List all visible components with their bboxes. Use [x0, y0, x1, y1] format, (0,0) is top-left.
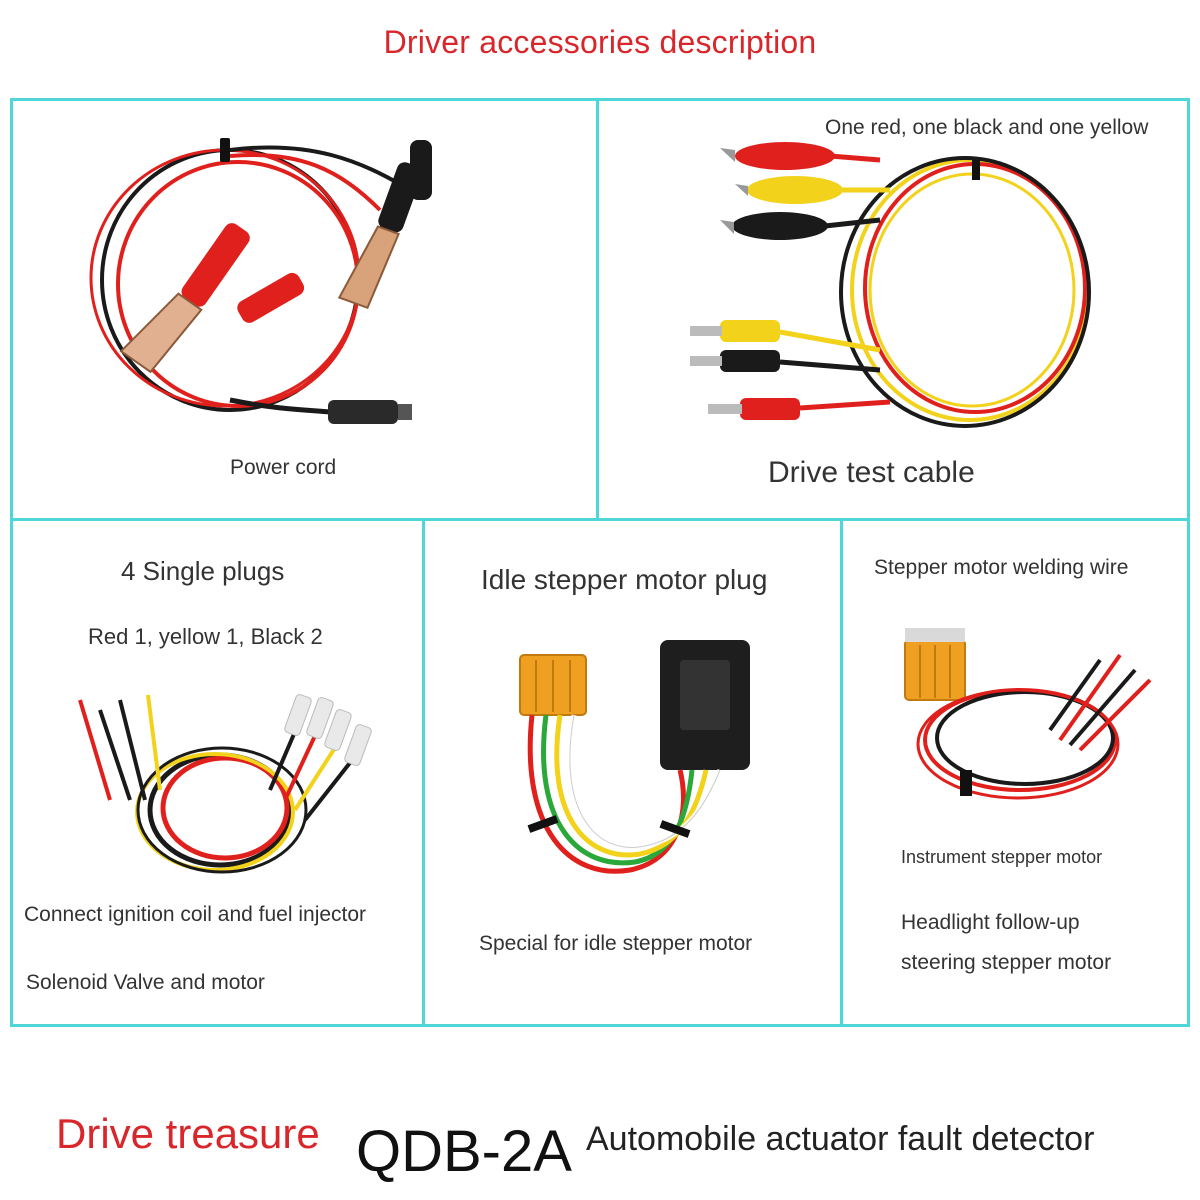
single-plugs-usage-1: Connect ignition coil and fuel injector: [24, 903, 367, 926]
idle-plug-usage: Special for idle stepper motor: [479, 932, 753, 955]
idle-plug-caption: Idle stepper motor plug: [481, 564, 768, 595]
power-cord-image: [89, 138, 432, 424]
single-plugs-usage-2: Solenoid Valve and motor: [26, 971, 265, 994]
welding-wire-usage-1: Instrument stepper motor: [901, 847, 1103, 867]
test-cable-note: One red, one black and one yellow: [825, 116, 1149, 139]
welding-wire-usage-2: Headlight follow-up: [901, 911, 1080, 934]
single-plugs-caption: 4 Single plugs: [121, 556, 285, 586]
test-cable-image: [690, 142, 1091, 428]
welding-wire-image: [904, 628, 1152, 800]
page-title: Driver accessories description: [383, 24, 817, 60]
welding-wire-caption: Stepper motor welding wire: [874, 556, 1129, 579]
footer-description: Automobile actuator fault detector: [586, 1120, 1095, 1158]
single-plugs-subcaption: Red 1, yellow 1, Black 2: [88, 624, 323, 649]
test-cable-caption: Drive test cable: [768, 456, 975, 489]
idle-plug-image: [519, 640, 750, 874]
footer-model: QDB-2A: [356, 1119, 572, 1184]
welding-wire-usage-3: steering stepper motor: [901, 951, 1112, 974]
single-plugs-image: [78, 694, 372, 874]
footer-brand: Drive treasure: [56, 1110, 320, 1157]
power-cord-caption: Power cord: [230, 456, 337, 479]
